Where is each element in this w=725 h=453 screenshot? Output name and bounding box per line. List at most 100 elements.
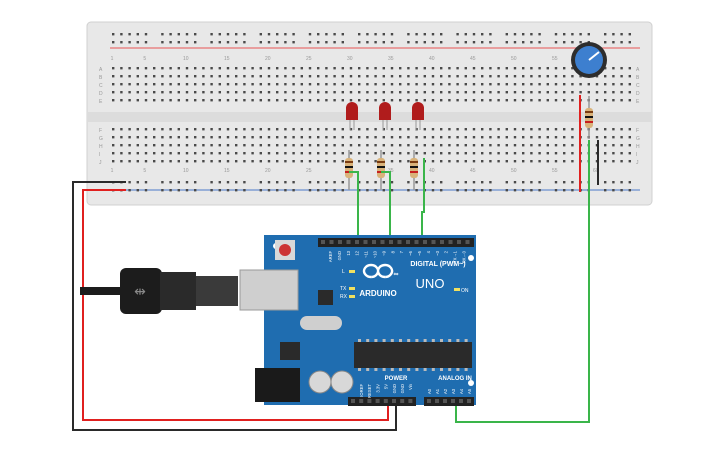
breadboard-hole[interactable] — [530, 136, 533, 139]
breadboard-hole[interactable] — [374, 181, 377, 184]
breadboard-hole[interactable] — [571, 41, 574, 44]
breadboard-hole[interactable] — [194, 181, 197, 184]
breadboard-hole[interactable] — [120, 75, 123, 78]
breadboard-hole[interactable] — [341, 83, 344, 86]
breadboard-hole[interactable] — [267, 99, 271, 102]
breadboard-hole[interactable] — [325, 75, 328, 78]
breadboard-hole[interactable] — [612, 75, 615, 78]
breadboard-hole[interactable] — [522, 67, 525, 70]
breadboard-hole[interactable] — [530, 128, 533, 131]
breadboard-hole[interactable] — [489, 136, 492, 139]
breadboard-hole[interactable] — [554, 67, 558, 70]
breadboard-hole[interactable] — [448, 160, 451, 163]
breadboard-hole[interactable] — [628, 128, 631, 131]
breadboard-hole[interactable] — [628, 41, 631, 44]
breadboard-hole[interactable] — [563, 75, 566, 78]
breadboard-hole[interactable] — [284, 128, 287, 131]
breadboard-hole[interactable] — [554, 91, 558, 94]
breadboard-hole[interactable] — [317, 144, 320, 147]
breadboard-hole[interactable] — [382, 189, 385, 192]
breadboard-hole[interactable] — [382, 91, 385, 94]
power-header[interactable] — [348, 397, 416, 406]
breadboard-hole[interactable] — [210, 144, 213, 147]
breadboard-hole[interactable] — [431, 189, 435, 192]
breadboard-hole[interactable] — [267, 189, 271, 192]
breadboard-hole[interactable] — [226, 136, 230, 139]
breadboard-hole[interactable] — [374, 189, 377, 192]
breadboard-hole[interactable] — [120, 33, 123, 36]
led-2[interactable] — [379, 102, 391, 130]
breadboard-hole[interactable] — [472, 160, 476, 163]
breadboard-hole[interactable] — [399, 83, 402, 86]
breadboard-hole[interactable] — [382, 152, 385, 155]
breadboard-hole[interactable] — [185, 67, 189, 70]
power-jack[interactable] — [255, 368, 300, 402]
breadboard-hole[interactable] — [513, 136, 517, 139]
breadboard-hole[interactable] — [276, 33, 279, 36]
breadboard-hole[interactable] — [456, 99, 459, 102]
breadboard-hole[interactable] — [267, 75, 271, 78]
breadboard-hole[interactable] — [554, 99, 558, 102]
breadboard-hole[interactable] — [185, 75, 189, 78]
breadboard-hole[interactable] — [284, 144, 287, 147]
breadboard-hole[interactable] — [366, 91, 369, 94]
breadboard-hole[interactable] — [259, 128, 262, 131]
breadboard-hole[interactable] — [423, 152, 426, 155]
header-pin[interactable] — [443, 399, 447, 403]
breadboard-hole[interactable] — [464, 136, 467, 139]
breadboard-hole[interactable] — [366, 144, 369, 147]
header-pin[interactable] — [329, 240, 334, 244]
breadboard-hole[interactable] — [571, 75, 574, 78]
breadboard-hole[interactable] — [341, 67, 344, 70]
breadboard-hole[interactable] — [153, 67, 156, 70]
breadboard-hole[interactable] — [407, 181, 410, 184]
breadboard-hole[interactable] — [218, 33, 221, 36]
breadboard-hole[interactable] — [620, 91, 623, 94]
breadboard-hole[interactable] — [194, 91, 197, 94]
breadboard-hole[interactable] — [259, 160, 262, 163]
breadboard-hole[interactable] — [226, 128, 230, 131]
breadboard-hole[interactable] — [333, 152, 336, 155]
breadboard-hole[interactable] — [194, 128, 197, 131]
breadboard-hole[interactable] — [546, 99, 549, 102]
breadboard-hole[interactable] — [530, 91, 533, 94]
breadboard-hole[interactable] — [546, 144, 549, 147]
breadboard-hole[interactable] — [407, 41, 410, 44]
breadboard-hole[interactable] — [390, 136, 394, 139]
breadboard-hole[interactable] — [407, 75, 410, 78]
breadboard-hole[interactable] — [423, 144, 426, 147]
breadboard-hole[interactable] — [276, 67, 279, 70]
header-pin[interactable] — [367, 399, 372, 403]
breadboard-hole[interactable] — [563, 160, 566, 163]
breadboard-hole[interactable] — [341, 91, 344, 94]
header-pin[interactable] — [435, 399, 439, 403]
breadboard-hole[interactable] — [399, 152, 402, 155]
breadboard-hole[interactable] — [382, 144, 385, 147]
breadboard-hole[interactable] — [358, 181, 361, 184]
breadboard-hole[interactable] — [144, 181, 148, 184]
breadboard-hole[interactable] — [456, 189, 459, 192]
breadboard-hole[interactable] — [300, 91, 303, 94]
breadboard-hole[interactable] — [325, 99, 328, 102]
breadboard-hole[interactable] — [300, 67, 303, 70]
breadboard-hole[interactable] — [259, 152, 262, 155]
breadboard-hole[interactable] — [349, 91, 353, 94]
breadboard-hole[interactable] — [522, 144, 525, 147]
breadboard-hole[interactable] — [530, 99, 533, 102]
breadboard-hole[interactable] — [128, 67, 131, 70]
breadboard-hole[interactable] — [144, 144, 148, 147]
breadboard-hole[interactable] — [136, 67, 139, 70]
breadboard-hole[interactable] — [505, 33, 508, 36]
breadboard-hole[interactable] — [530, 189, 533, 192]
breadboard-hole[interactable] — [136, 160, 139, 163]
wire-red-5v[interactable] — [82, 189, 389, 421]
potentiometer[interactable] — [571, 42, 607, 78]
breadboard-hole[interactable] — [489, 91, 492, 94]
breadboard-hole[interactable] — [538, 144, 541, 147]
breadboard-hole[interactable] — [292, 41, 295, 44]
breadboard-hole[interactable] — [612, 33, 615, 36]
breadboard-hole[interactable] — [595, 136, 599, 139]
breadboard-hole[interactable] — [251, 83, 254, 86]
breadboard-hole[interactable] — [153, 160, 156, 163]
breadboard-hole[interactable] — [440, 136, 443, 139]
